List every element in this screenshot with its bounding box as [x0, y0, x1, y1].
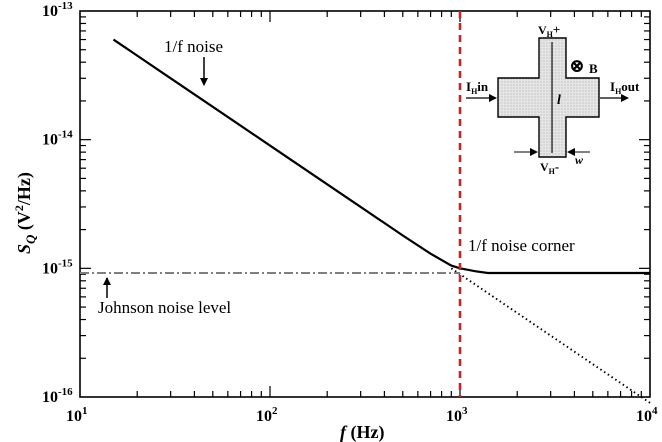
series-line-dotted — [450, 267, 651, 404]
x-tick-label: 104 — [636, 405, 658, 425]
width-label: w — [575, 153, 584, 167]
y-tick-label: 10-15 — [42, 257, 73, 277]
y-tick-label: 10-13 — [42, 0, 73, 20]
tick-marks — [80, 11, 650, 397]
ih-in-label: IHin — [466, 79, 489, 96]
vh-plus-label: VH+ — [538, 22, 560, 39]
johnson-label: Johnson noise level — [98, 298, 231, 317]
x-tick-label: 102 — [256, 405, 278, 425]
x-tick-label: 101 — [66, 405, 88, 425]
hall-cross-shape — [497, 37, 600, 158]
y-tick-label: 10-16 — [42, 386, 73, 406]
y-axis-title: SQ (V2/Hz) — [12, 172, 38, 254]
x-axis-title: f (Hz) — [340, 422, 384, 442]
field-label: B — [589, 61, 598, 76]
x-tick-labels: 101 102 103 104 — [66, 405, 658, 425]
field-symbol: ⊗ — [569, 56, 585, 77]
series-layer — [80, 11, 651, 404]
hall-cross-inset: l VH+ VH- IHin IHout ⊗ B w — [466, 22, 640, 176]
plot-frame — [79, 10, 651, 398]
corner-label: 1/f noise corner — [468, 236, 575, 255]
length-label: l — [557, 93, 561, 108]
vh-minus-label: VH- — [540, 159, 559, 176]
x-tick-label: 103 — [446, 405, 468, 425]
one-over-f-label: 1/f noise — [164, 37, 223, 56]
y-tick-labels: 10-13 10-14 10-15 10-16 — [42, 0, 73, 406]
series-line-solid — [112, 38, 650, 275]
ih-out-label: IHout — [610, 79, 640, 96]
y-tick-label: 10-14 — [42, 129, 73, 149]
